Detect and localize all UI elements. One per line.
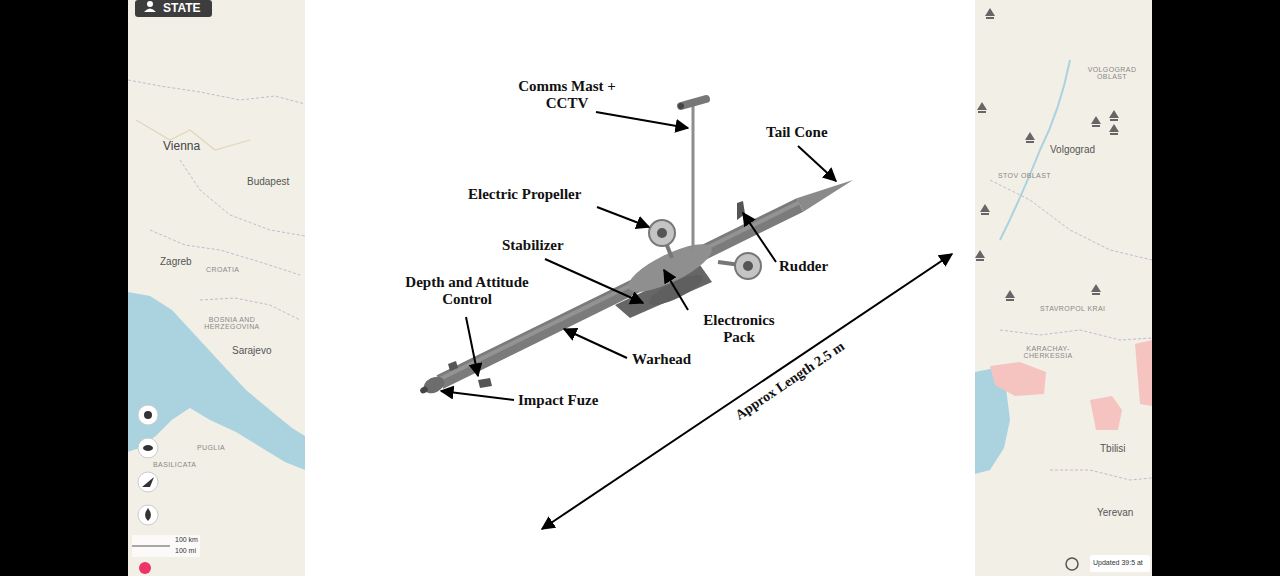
occupied-region <box>1090 396 1122 430</box>
dimension-arrow <box>542 254 952 529</box>
border-line <box>1000 330 1152 340</box>
occupied-region <box>1135 340 1152 406</box>
state-badge <box>135 0 212 17</box>
city-label: Tbilisi <box>1100 443 1126 454</box>
city-label: Budapest <box>247 176 289 187</box>
update-label: Updated 39:5 at <box>1093 559 1143 566</box>
sea-area <box>128 292 305 470</box>
scale-label: 100 mi <box>175 547 196 554</box>
map-panel <box>975 0 1152 576</box>
scale-bar <box>132 546 170 547</box>
update-box <box>1090 555 1150 572</box>
part-label: Comms Mast + CCTV <box>505 78 630 112</box>
airbase-icons <box>975 8 1119 301</box>
city-label: Sarajevo <box>232 345 271 356</box>
scale-box <box>132 535 200 557</box>
border-line <box>150 230 300 275</box>
land-area <box>128 408 305 576</box>
part-label: Depth and Attitude Control <box>397 274 537 308</box>
region-label: BOSNIA AND HERZEGOVINA <box>201 316 263 330</box>
city-label: Vienna <box>163 139 200 153</box>
city-label: Zagreb <box>160 256 192 267</box>
dimension-label: Approx Length 2.5 m <box>732 339 847 424</box>
region-label: STOV OBLAST <box>998 172 1051 179</box>
part-label: Impact Fuze <box>518 392 598 409</box>
border-line <box>180 160 305 236</box>
region-label: PUGLIA <box>197 444 225 451</box>
region-label: STAVROPOL KRAI <box>1040 305 1105 312</box>
occupied-region <box>990 362 1046 396</box>
map-panel <box>128 0 305 576</box>
region-label: KARACHAY-CHERKESSIA <box>1017 345 1079 359</box>
person-icon <box>147 1 153 7</box>
map-logo <box>139 562 151 574</box>
part-label: Stabilizer <box>502 237 564 254</box>
part-label: Electric Propeller <box>468 186 581 203</box>
diagram-panel <box>305 0 975 576</box>
border-line <box>1050 470 1152 480</box>
border-line <box>128 80 305 104</box>
part-label: Tail Cone <box>766 124 828 141</box>
badge-text: STATE <box>163 1 201 15</box>
history-icon <box>1066 558 1078 570</box>
part-label: Rudder <box>779 258 828 275</box>
city-label: Volgograd <box>1050 144 1095 155</box>
part-label: Electronics Pack <box>689 312 789 346</box>
region-label: VOLGOGRAD OBLAST <box>1086 66 1138 80</box>
drone-illustration <box>419 99 853 397</box>
leader-lines <box>441 112 836 400</box>
person-icon <box>144 9 156 13</box>
city-label: Yerevan <box>1097 507 1133 518</box>
region-label: CROATIA <box>206 266 239 273</box>
border-line <box>990 180 1152 260</box>
scale-label: 100 km <box>175 536 198 543</box>
region-label: BASILICATA <box>153 461 196 468</box>
part-label: Warhead <box>632 351 691 368</box>
